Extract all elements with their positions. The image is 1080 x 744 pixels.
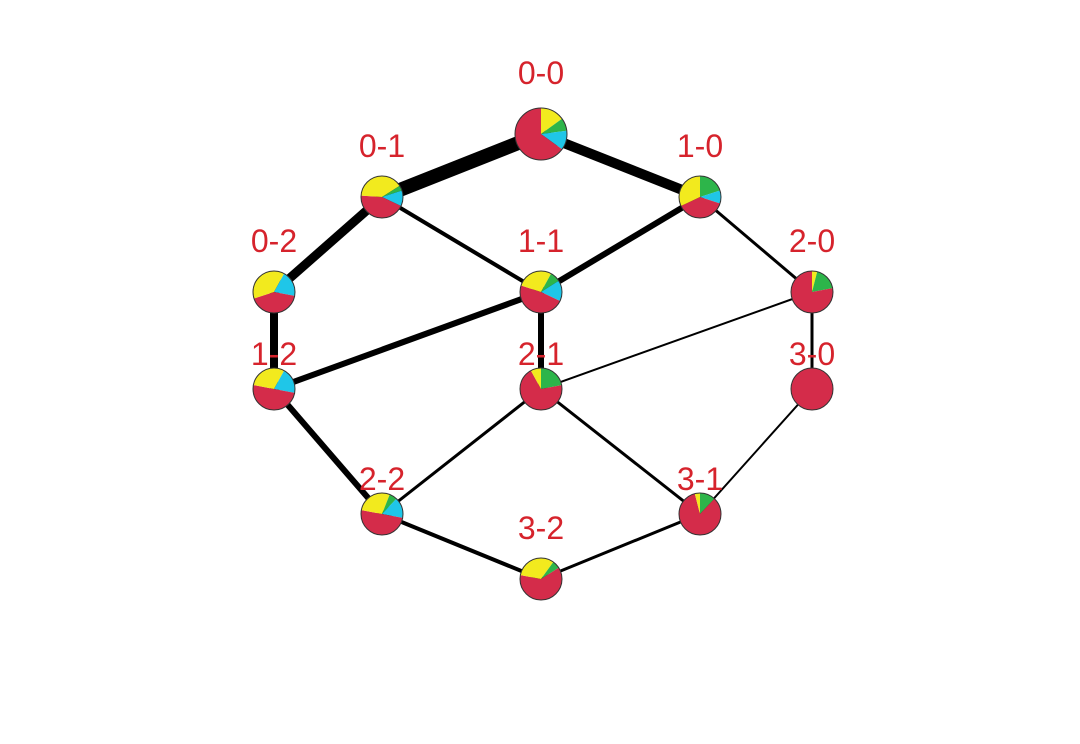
pie-slice-yellow (541, 558, 554, 579)
edges-layer (270, 127, 814, 581)
pie-slice-red (360, 510, 403, 535)
node-label-0-1: 0-1 (359, 128, 405, 164)
edge-2-2-to-3-2 (381, 512, 542, 581)
node-outline (519, 367, 563, 411)
pie-slice-green (812, 271, 833, 292)
node-outline (519, 270, 563, 314)
node-2-0 (790, 270, 834, 314)
pie-slice-green (541, 368, 562, 389)
edge-2-1-to-3-1 (540, 387, 701, 516)
pie-slice-red (515, 108, 563, 160)
node-label-0-2: 0-2 (251, 223, 297, 259)
pie-slice-cyan (541, 130, 567, 150)
node-3-0 (790, 367, 834, 411)
node-label-3-2: 3-2 (518, 510, 564, 546)
node-outline (252, 270, 296, 314)
pie-slice-yellow (361, 176, 382, 197)
node-label-0-0: 0-0 (518, 55, 564, 91)
edge-3-1-to-3-2 (540, 512, 701, 581)
node-1-0 (678, 175, 722, 219)
node-label-2-1: 2-1 (518, 336, 564, 372)
pie-slice-cyan (541, 280, 562, 301)
edge-1-2-to-2-2 (271, 387, 385, 516)
node-outline (514, 107, 568, 161)
pie-slice-yellow (520, 557, 541, 579)
pie-slice-cyan (700, 190, 721, 204)
pie-slice-green (382, 185, 402, 197)
pie-slice-yellow (530, 368, 541, 389)
node-0-2 (252, 270, 296, 314)
node-label-1-0: 1-0 (677, 128, 723, 164)
node-0-1 (360, 175, 404, 219)
pie-slice-red (519, 567, 562, 600)
pie-slice-red (791, 368, 833, 410)
edge-1-0-to-2-0 (699, 195, 813, 294)
pie-slice-yellow (541, 271, 552, 292)
node-label-2-2: 2-2 (359, 461, 405, 497)
node-outline (790, 367, 834, 411)
edge-2-1-to-2-2 (381, 387, 542, 516)
pie-slice-green (541, 118, 567, 134)
node-outline (678, 175, 722, 219)
pie-slice-red (520, 370, 562, 410)
pie-slice-yellow (521, 271, 541, 292)
pie-slice-green (382, 494, 397, 514)
node-label-1-2: 1-2 (251, 336, 297, 372)
pie-slice-red (679, 493, 722, 536)
pie-slice-yellow (274, 271, 285, 292)
pie-slice-red (520, 285, 561, 313)
pie-slice-yellow (253, 368, 274, 389)
node-label-2-0: 2-0 (789, 223, 835, 259)
pie-slice-red (252, 385, 295, 411)
node-1-1 (519, 270, 563, 314)
nodes-layer (252, 107, 834, 601)
node-outline (678, 492, 722, 536)
edge-0-1-to-1-1 (380, 195, 543, 294)
pie-slice-red (361, 195, 402, 219)
node-label-1-1: 1-1 (518, 223, 564, 259)
edge-0-0-to-1-0 (539, 129, 702, 202)
edge-1-0-to-1-1 (539, 194, 702, 295)
pie-slice-yellow (361, 493, 382, 514)
pie-slice-yellow (274, 368, 285, 389)
node-label-3-1: 3-1 (677, 461, 723, 497)
pie-slice-yellow (694, 493, 700, 514)
pie-slice-cyan (382, 190, 403, 206)
node-outline (252, 367, 296, 411)
node-3-2 (519, 557, 563, 601)
node-1-2 (252, 367, 296, 411)
node-2-1 (519, 367, 563, 411)
pie-slice-yellow (382, 493, 390, 514)
pie-slice-green (700, 176, 720, 197)
pie-slice-red (254, 292, 295, 313)
pie-slice-red (791, 271, 833, 314)
pie-slice-cyan (274, 370, 295, 393)
labels-layer: 0-0 0-1 1-0 0-2 1-1 2-0 1-2 2-1 3-0 2-2 3-1 3-2 (251, 55, 835, 546)
node-0-0 (514, 107, 568, 161)
node-outline (360, 175, 404, 219)
edge-0-1-to-0-2 (271, 193, 385, 296)
pie-slice-cyan (382, 498, 403, 518)
edge-0-0-to-0-1 (379, 127, 544, 204)
node-2-2 (360, 492, 404, 536)
pie-slice-yellow (541, 108, 563, 134)
node-label-3-0: 3-0 (789, 336, 835, 372)
edge-3-0-to-3-1 (699, 388, 813, 515)
pie-slice-yellow (812, 271, 818, 292)
edge-2-0-to-2-1 (540, 291, 813, 390)
edge-1-1-to-1-2 (272, 289, 543, 392)
pie-slice-green (700, 493, 715, 514)
node-outline (360, 492, 404, 536)
pie-slice-green (541, 562, 559, 579)
pie-slice-green (541, 273, 559, 292)
pie-slice-cyan (274, 273, 295, 296)
node-outline (790, 270, 834, 314)
node-3-1 (678, 492, 722, 536)
pie-slice-yellow (253, 271, 274, 299)
pie-slice-red (680, 197, 720, 218)
node-outline (519, 557, 563, 601)
